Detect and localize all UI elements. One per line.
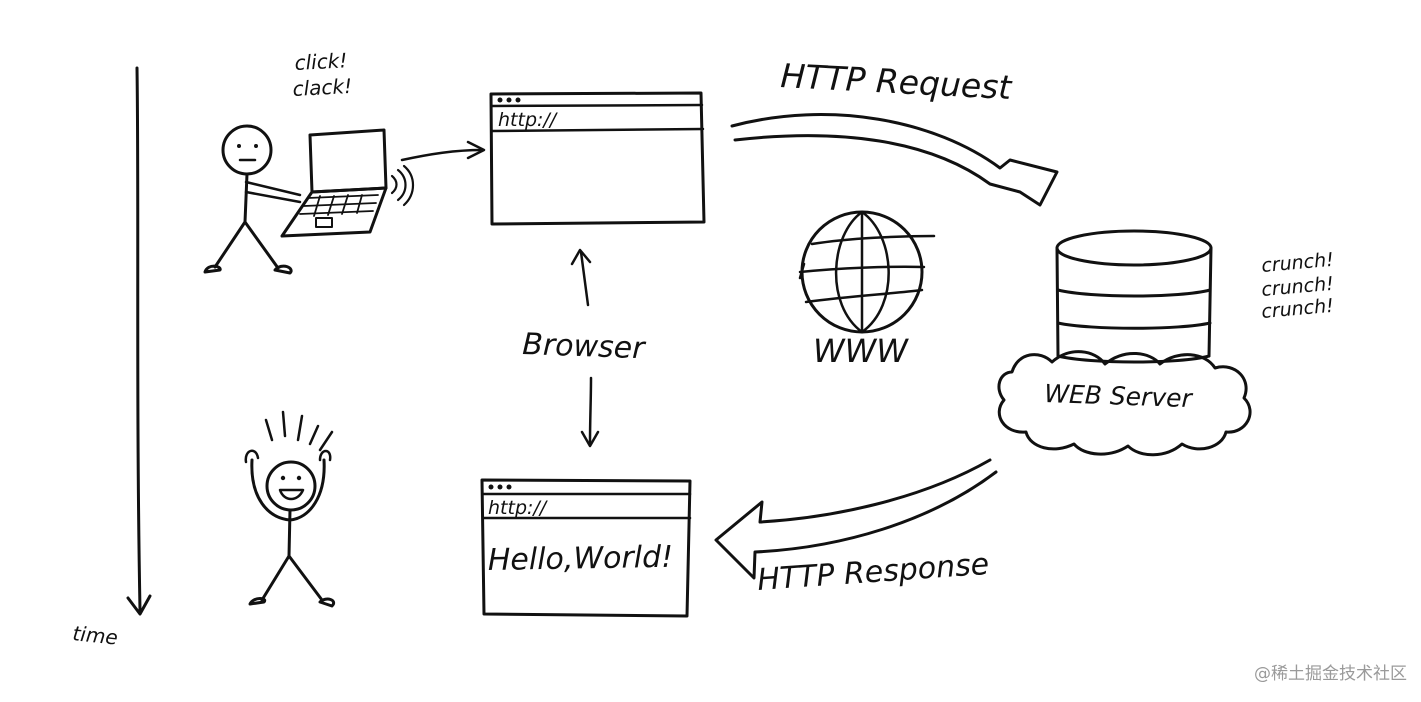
window-dot-icon bbox=[506, 484, 512, 490]
browser-arrow-down bbox=[580, 376, 600, 448]
cloud-icon bbox=[997, 350, 1252, 457]
globe-icon bbox=[798, 210, 936, 334]
http-request-arrow bbox=[730, 113, 1059, 207]
hello-world-text: Hello,World! bbox=[488, 540, 674, 578]
stick-figure-happy-user bbox=[244, 410, 335, 608]
laptop-icon bbox=[280, 128, 415, 238]
http-request-label: HTTP Request bbox=[780, 56, 1014, 107]
clack-label: clack! bbox=[292, 74, 353, 101]
browser-window-bottom: http:// Hello,World! bbox=[480, 478, 692, 618]
time-axis: time bbox=[71, 66, 152, 650]
stick-figure-laptop-user bbox=[203, 124, 302, 275]
window-dot-icon bbox=[488, 484, 494, 490]
click-label: click! bbox=[294, 48, 348, 75]
web-server-label: WEB Server bbox=[1044, 379, 1194, 413]
http-response-label: HTTP Response bbox=[756, 547, 990, 598]
www-label: WWW bbox=[813, 332, 909, 370]
address-bar-url: http:// bbox=[498, 109, 559, 131]
database-icon bbox=[1055, 229, 1213, 364]
http-response-arrow bbox=[714, 458, 998, 580]
window-dot-icon bbox=[506, 97, 512, 103]
browser-arrow-up bbox=[570, 248, 592, 307]
window-dot-icon bbox=[497, 97, 503, 103]
time-label: time bbox=[71, 621, 118, 650]
browser-window-top: http:// bbox=[489, 91, 706, 226]
window-dot-icon bbox=[515, 97, 521, 103]
window-dot-icon bbox=[497, 484, 503, 490]
address-bar-url: http:// bbox=[488, 497, 549, 519]
laptop-to-browser-arrow bbox=[400, 140, 486, 162]
browser-label: Browser bbox=[522, 327, 647, 366]
watermark: @稀土掘金技术社区 bbox=[1254, 664, 1407, 684]
